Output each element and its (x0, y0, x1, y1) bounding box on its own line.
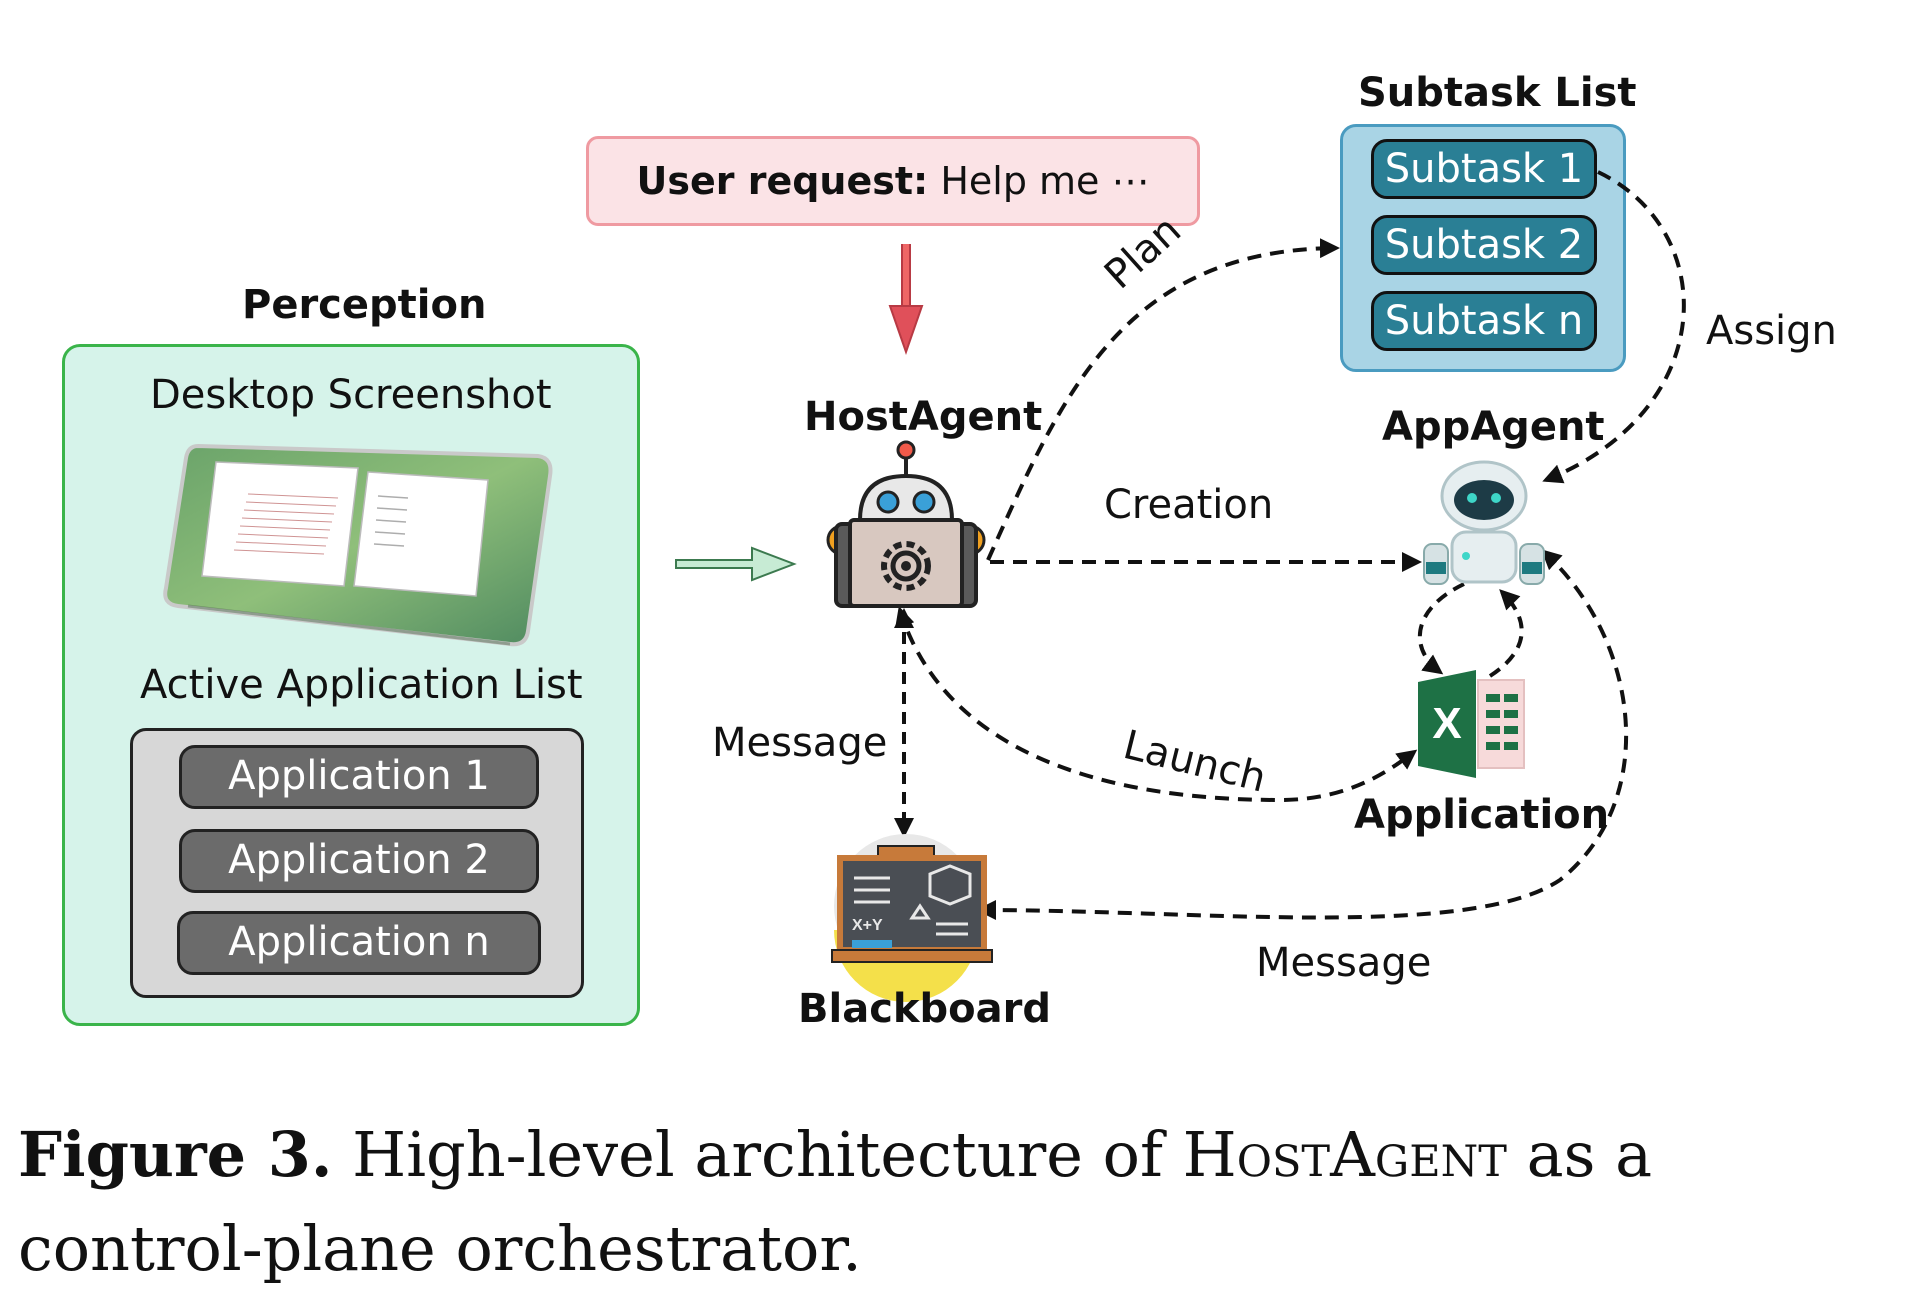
host-agent-label: HostAgent (804, 394, 1043, 440)
application-label: Application (1354, 792, 1610, 838)
excel-application-icon: X (1418, 670, 1525, 778)
blackboard-icon: X+Y (831, 834, 993, 1002)
subtask-item-1: Subtask 1 (1371, 139, 1597, 199)
user-request-box: User request: Help me ⋯ (586, 136, 1200, 226)
edge-label-message-left: Message (712, 720, 888, 766)
subtask-list: Subtask 1 Subtask 2 Subtask n (1340, 124, 1626, 372)
app-item-1: Application 1 (179, 745, 539, 809)
active-app-list-label: Active Application List (140, 662, 583, 708)
active-app-list: Application 1 Application 2 Application … (130, 728, 584, 998)
caption-text-1: High-level architecture of (332, 1118, 1183, 1191)
perception-to-host-arrow (675, 546, 797, 582)
assign-edge (1542, 170, 1686, 484)
caption-smallcaps: HostAgent (1182, 1118, 1507, 1191)
blackboard-label: Blackboard (798, 986, 1051, 1032)
subtask-item-n: Subtask n (1371, 291, 1597, 351)
request-down-arrow (888, 244, 924, 356)
svg-text:X+Y: X+Y (852, 917, 883, 934)
user-request-text: Help me ⋯ (928, 159, 1150, 203)
desktop-screenshot-image (163, 443, 553, 647)
app-item-n: Application n (177, 911, 541, 975)
perception-title: Perception (242, 282, 487, 328)
subtask-item-2: Subtask 2 (1371, 215, 1597, 275)
subtask-list-title: Subtask List (1358, 70, 1637, 116)
svg-text:X: X (1432, 699, 1461, 748)
agent-app-loop-right (1488, 589, 1524, 678)
caption-text-2: as a control-plane orchestrator. (18, 1118, 1653, 1285)
user-request-bold: User request: (636, 159, 929, 203)
edge-label-assign: Assign (1706, 308, 1837, 354)
plan-edge (986, 238, 1340, 561)
desktop-screenshot-label: Desktop Screenshot (150, 372, 552, 418)
app-agent-robot-icon (1423, 460, 1545, 585)
app-item-2: Application 2 (179, 829, 539, 893)
host-agent-robot-icon (826, 440, 986, 608)
figure-caption: Figure 3. High-level architecture of Hos… (18, 1108, 1908, 1296)
caption-figure-number: Figure 3. (18, 1118, 333, 1191)
agent-app-loop-left (1417, 582, 1465, 675)
message-bottom-edge (976, 549, 1628, 921)
edge-label-creation: Creation (1104, 482, 1274, 528)
app-agent-label: AppAgent (1382, 404, 1605, 450)
edge-label-message-bottom: Message (1256, 940, 1432, 986)
